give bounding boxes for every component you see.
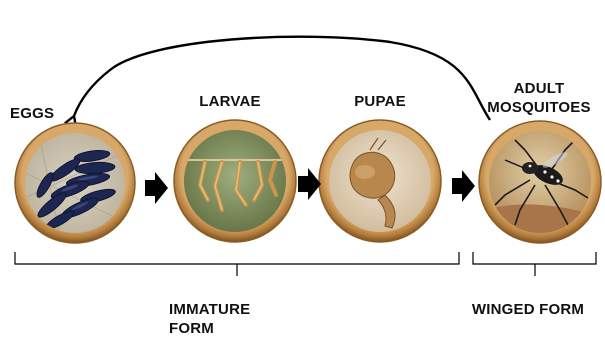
label-larvae: LARVAE	[190, 92, 270, 111]
label-winged-form: WINGED FORM	[460, 300, 596, 319]
arrow-larvae-to-pupae	[298, 168, 321, 200]
mosquito-photo	[479, 121, 601, 243]
arrow-eggs-to-larvae	[145, 172, 168, 204]
label-adult-mosquitoes: ADULT MOSQUITOES	[480, 79, 598, 117]
label-eggs: EGGS	[10, 104, 54, 123]
label-adult-line1: ADULT	[480, 79, 598, 98]
arrow-pupae-to-adult	[452, 170, 475, 202]
label-immature-line1: IMMATURE	[169, 300, 250, 319]
immature-bracket	[15, 252, 459, 276]
eggs-photo	[15, 123, 135, 243]
larvae-photo	[174, 120, 296, 242]
label-immature-form: IMMATURE FORM	[169, 300, 250, 338]
pupa-photo	[319, 120, 441, 242]
label-pupae: PUPAE	[340, 92, 420, 111]
label-adult-line2: MOSQUITOES	[480, 98, 598, 117]
label-immature-line2: FORM	[169, 319, 250, 338]
winged-bracket	[473, 252, 596, 276]
cycle-return-arrow	[74, 37, 490, 120]
